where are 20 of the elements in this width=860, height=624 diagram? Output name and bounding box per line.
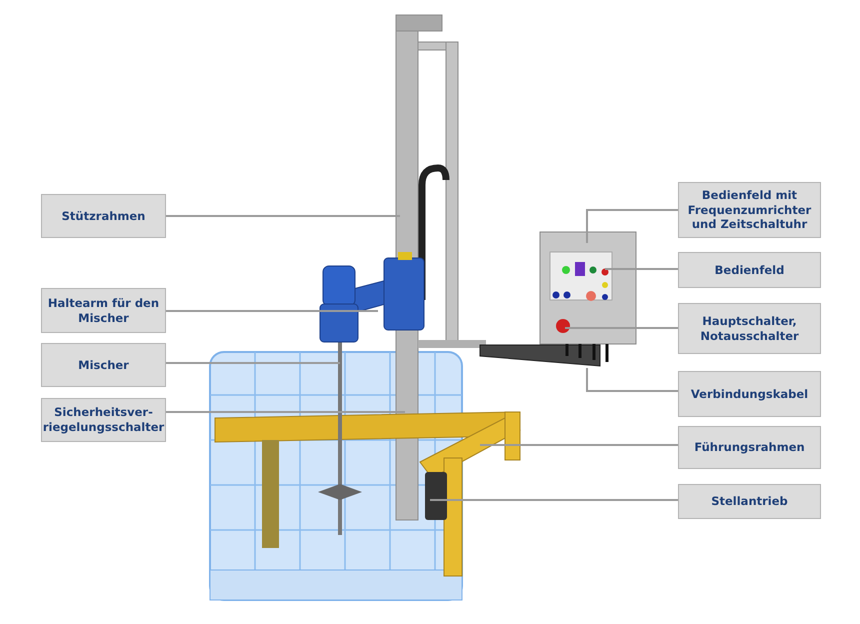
leader-line [166, 310, 378, 312]
leader-line [166, 362, 340, 364]
callout-label: Mischer [41, 343, 166, 387]
leader-line [605, 268, 678, 270]
callout-label: Bedienfeld mit Frequenzumrichter und Zeitschaltuhr [678, 182, 821, 238]
leader-line [565, 327, 678, 329]
callout-label: Stellantrieb [678, 484, 821, 519]
callout-label: Bedienfeld [678, 252, 821, 288]
leader-line [166, 411, 405, 413]
leader-line [586, 368, 678, 392]
callout-label: Führungsrahmen [678, 426, 821, 469]
callout-label: Verbindungskabel [678, 371, 821, 417]
callout-label: Haltearm für den Mischer [41, 288, 166, 333]
callout-label: Hauptschalter, Notausschalter [678, 303, 821, 354]
leader-line [166, 215, 400, 217]
callout-label: Stützrahmen [41, 194, 166, 238]
callout-label: Sicherheitsver-riegelungsschalter [41, 398, 166, 442]
leader-line [430, 499, 678, 501]
leader-line [480, 444, 678, 446]
leader-line [586, 209, 678, 243]
